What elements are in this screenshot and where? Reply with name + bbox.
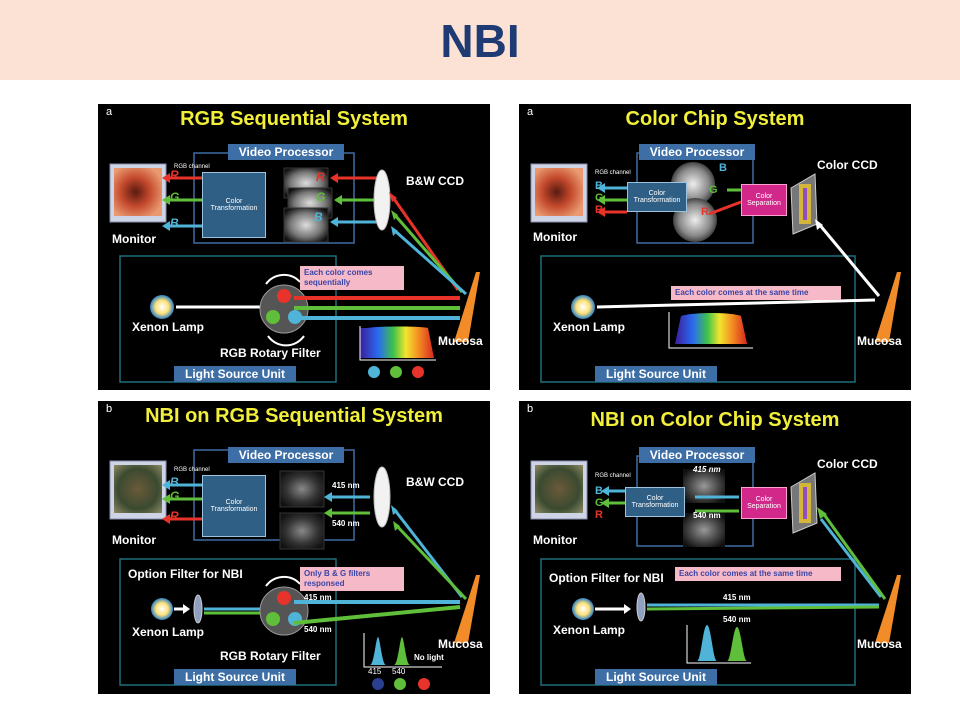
- note-label: Each color comes sequentially: [300, 266, 404, 290]
- option-filter-label: Option Filter for NBI: [549, 571, 664, 585]
- title-banner: NBI: [0, 0, 960, 80]
- video-processor-label: Video Processor: [228, 144, 344, 160]
- channel-label: R: [595, 509, 603, 521]
- xenon-lamp-bulb: [150, 295, 174, 319]
- video-processor-label: Video Processor: [639, 447, 755, 463]
- ccd-label: Color CCD: [817, 457, 878, 471]
- ccd-label: B&W CCD: [406, 475, 464, 489]
- peak-label: 540: [392, 667, 406, 676]
- light-source-label: Light Source Unit: [174, 366, 296, 382]
- note-label: Only B & G filters responsed: [300, 567, 404, 591]
- rgb-channel-label: RGB channel: [174, 467, 210, 473]
- wavelength-label: 415 nm: [723, 593, 751, 602]
- channel-label: R: [170, 168, 179, 182]
- xenon-lamp-label: Xenon Lamp: [553, 320, 626, 334]
- channel-label: G: [170, 190, 180, 204]
- wavelength-label: 540 nm: [304, 625, 332, 634]
- panel-letter: b: [106, 403, 113, 415]
- wavelength-label: 415 nm: [332, 481, 360, 490]
- mucosa-label: Mucosa: [438, 637, 483, 651]
- channel-label: B: [595, 485, 603, 497]
- rgb-channel-label: RGB channel: [174, 164, 210, 170]
- frame-letter: R: [316, 170, 325, 184]
- peak-label: 415: [368, 667, 382, 676]
- frame-letter: G: [709, 184, 718, 196]
- mucosa-shape: [454, 272, 480, 342]
- xenon-lamp-label: Xenon Lamp: [132, 320, 205, 334]
- monitor-screen: [114, 168, 162, 216]
- color-transformation-box: Color Transformation: [202, 172, 266, 238]
- monitor-label: Monitor: [533, 533, 577, 547]
- panel-graphics: [109, 152, 480, 383]
- channel-label: G: [595, 497, 604, 509]
- frame-letter: B: [719, 162, 727, 174]
- option-filter-label: Option Filter for NBI: [128, 567, 243, 581]
- panel-graphics: [109, 449, 480, 690]
- rgb-channel-label: RGB channel: [595, 473, 631, 479]
- panel-title: NBI on RGB Sequential System: [145, 405, 443, 427]
- ccd-label: Color CCD: [817, 158, 878, 172]
- panel-rgb-sequential: a RGB Sequential System Video Processor …: [98, 104, 490, 390]
- panel-nbi-color-chip: b NBI on Color Chip System Video Process…: [519, 401, 911, 694]
- rotary-filter-label: RGB Rotary Filter: [220, 649, 321, 663]
- panel-graphics: [530, 455, 901, 686]
- panel-letter: a: [106, 106, 113, 118]
- channel-label: B: [170, 216, 179, 230]
- color-transformation-box: Color Transformation: [202, 475, 266, 537]
- no-light-label: No light: [414, 653, 444, 662]
- color-separation-box: Color Separation: [741, 487, 787, 519]
- panel-letter: b: [527, 403, 534, 415]
- video-processor-label: Video Processor: [228, 447, 344, 463]
- panel-nbi-rgb-sequential: b NBI on RGB Sequential System Video Pro…: [98, 401, 490, 694]
- color-separation-box: Color Separation: [741, 184, 787, 216]
- xenon-lamp-label: Xenon Lamp: [132, 625, 205, 639]
- xenon-lamp-label: Xenon Lamp: [553, 623, 626, 637]
- mucosa-label: Mucosa: [857, 334, 902, 348]
- monitor-label: Monitor: [533, 230, 577, 244]
- light-source-label: Light Source Unit: [595, 366, 717, 382]
- wavelength-label: 540 nm: [332, 519, 360, 528]
- frame-letter: B: [314, 210, 323, 224]
- channel-label: G: [170, 489, 180, 503]
- panel-color-chip: a Color Chip System Video Processor RGB …: [519, 104, 911, 390]
- note-label: Each color comes at the same time: [671, 286, 841, 300]
- wavelength-label: 540 nm: [693, 511, 721, 520]
- note-label: Each color comes at the same time: [675, 567, 841, 581]
- monitor-label: Monitor: [112, 232, 156, 246]
- channel-label: G: [595, 192, 604, 204]
- color-transformation-box: Color Transformation: [627, 182, 687, 212]
- page-title: NBI: [440, 15, 520, 67]
- channel-label: B: [170, 475, 179, 489]
- frame-letter: R: [701, 206, 709, 218]
- channel-label: B: [595, 180, 603, 192]
- video-processor-label: Video Processor: [639, 144, 755, 160]
- rgb-channel-label: RGB channel: [595, 170, 631, 176]
- color-transformation-box: Color Transformation: [625, 487, 685, 517]
- panel-title: RGB Sequential System: [180, 108, 408, 130]
- panel-title: Color Chip System: [625, 108, 805, 130]
- monitor-label: Monitor: [112, 533, 156, 547]
- wavelength-label: 415 nm: [693, 465, 721, 474]
- rotary-filter-label: RGB Rotary Filter: [220, 346, 321, 360]
- mucosa-label: Mucosa: [438, 334, 483, 348]
- light-source-label: Light Source Unit: [595, 669, 717, 685]
- channel-label: R: [595, 204, 603, 216]
- panel-letter: a: [527, 106, 534, 118]
- ccd-label: B&W CCD: [406, 174, 464, 188]
- mucosa-label: Mucosa: [857, 637, 902, 651]
- wavelength-label: 415 nm: [304, 593, 332, 602]
- frame-letter: G: [316, 190, 326, 204]
- light-source-label: Light Source Unit: [174, 669, 296, 685]
- channel-label: R: [170, 509, 179, 523]
- panel-title: NBI on Color Chip System: [590, 409, 840, 431]
- wavelength-label: 540 nm: [723, 615, 751, 624]
